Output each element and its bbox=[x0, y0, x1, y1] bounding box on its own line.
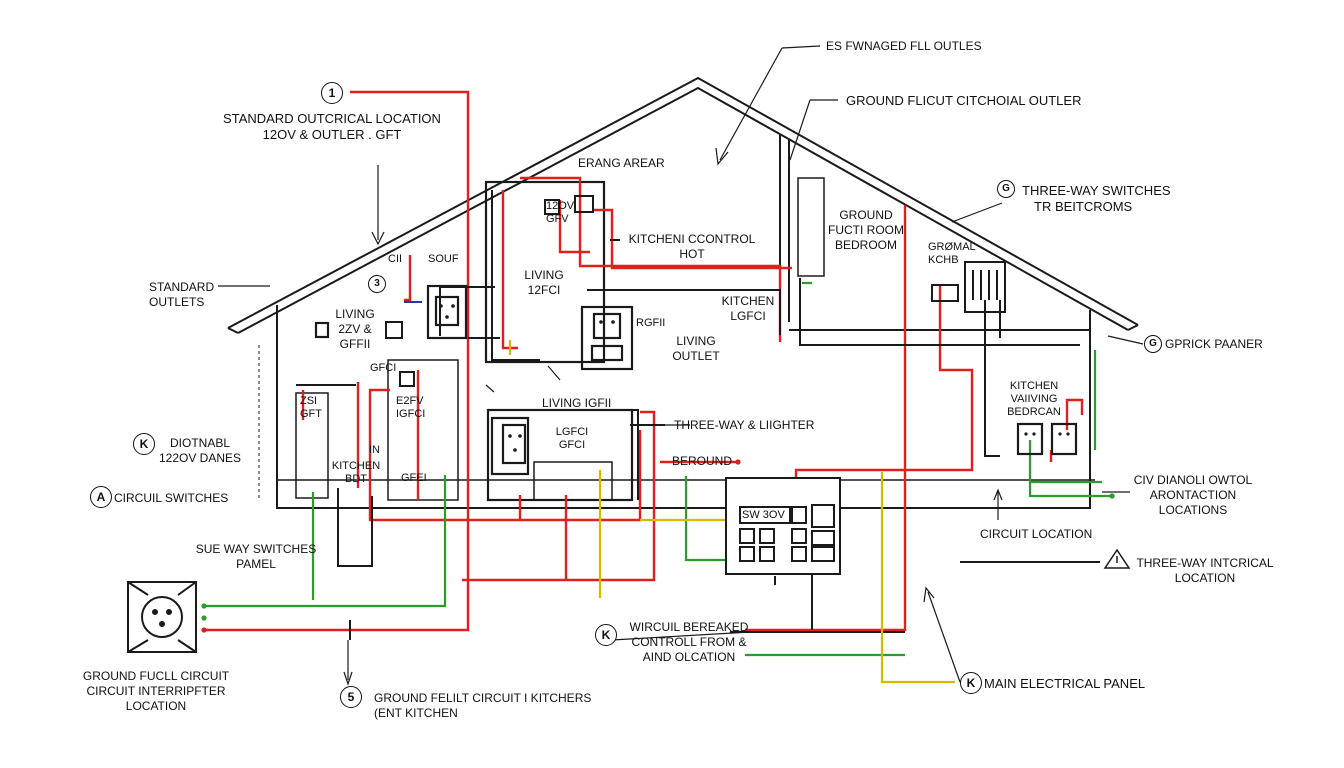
callout-badge-3: 3 bbox=[368, 275, 386, 293]
traveler-wires bbox=[508, 340, 955, 684]
label-main-panel: MAIN ELECTRICAL PANEL bbox=[984, 676, 1146, 691]
switch-icon bbox=[385, 195, 620, 387]
label-in: IN bbox=[369, 444, 380, 456]
label-gprick-panel: GPRICK PAANER bbox=[1165, 337, 1263, 351]
warning-triangle-icon bbox=[1103, 548, 1131, 569]
main-electrical-panel bbox=[725, 477, 841, 575]
gfci-outlet-large bbox=[127, 581, 197, 653]
callout-badge-k2: K bbox=[960, 672, 982, 694]
label-ground-felt: GROUND FELILT CIRCUIT I KITCHERS(ENT KIT… bbox=[374, 691, 592, 720]
label-gfei: GFEI bbox=[401, 472, 427, 484]
label-rgfii: RGFII bbox=[636, 317, 666, 329]
label-fl-outles: ES FWNAGED FLL OUTLES bbox=[826, 39, 982, 53]
label-beround: BEROUND bbox=[672, 454, 733, 468]
label-panel-sw: SW 3OV bbox=[742, 509, 785, 521]
ground-wires bbox=[205, 281, 1112, 657]
label-living-gfii: LIVING IGFII bbox=[542, 396, 612, 410]
callout-badge-5: 5 bbox=[340, 686, 362, 708]
callout-badge-kw: K bbox=[595, 624, 617, 646]
callout-badge-a: A bbox=[90, 486, 112, 508]
room-walls bbox=[295, 177, 825, 502]
label-circuit-location: CIRCUIT LOCATION bbox=[980, 527, 1093, 541]
label-gfci-small: GFCI bbox=[370, 362, 397, 374]
hot-wires bbox=[205, 90, 1084, 632]
callout-badge-c: G bbox=[1144, 335, 1162, 353]
callout-badge-1: 1 bbox=[321, 82, 343, 104]
callout-badge-s: G bbox=[997, 180, 1015, 198]
outlet-icon bbox=[314, 284, 1078, 476]
label-ground-fucut: GROUND FLICUT CITCHOIAL OUTLER bbox=[846, 93, 1082, 108]
sub-panel bbox=[931, 261, 1006, 313]
wire-connector-dots bbox=[201, 459, 1115, 633]
pointer-lines bbox=[218, 45, 1144, 686]
label-three-way-lighter: THREE-WAY & LIIGHTER bbox=[674, 418, 815, 432]
callout-badge-k: K bbox=[133, 433, 155, 455]
label-cii: CII bbox=[388, 253, 403, 265]
label-circuil-switches: CIRCUIL SWITCHES bbox=[114, 491, 229, 505]
label-souf: SOUF bbox=[428, 253, 459, 265]
label-erang-area: ERANG AREAR bbox=[578, 156, 665, 170]
outlet-slots bbox=[439, 304, 1070, 452]
neutral-black-wires bbox=[296, 190, 1100, 640]
